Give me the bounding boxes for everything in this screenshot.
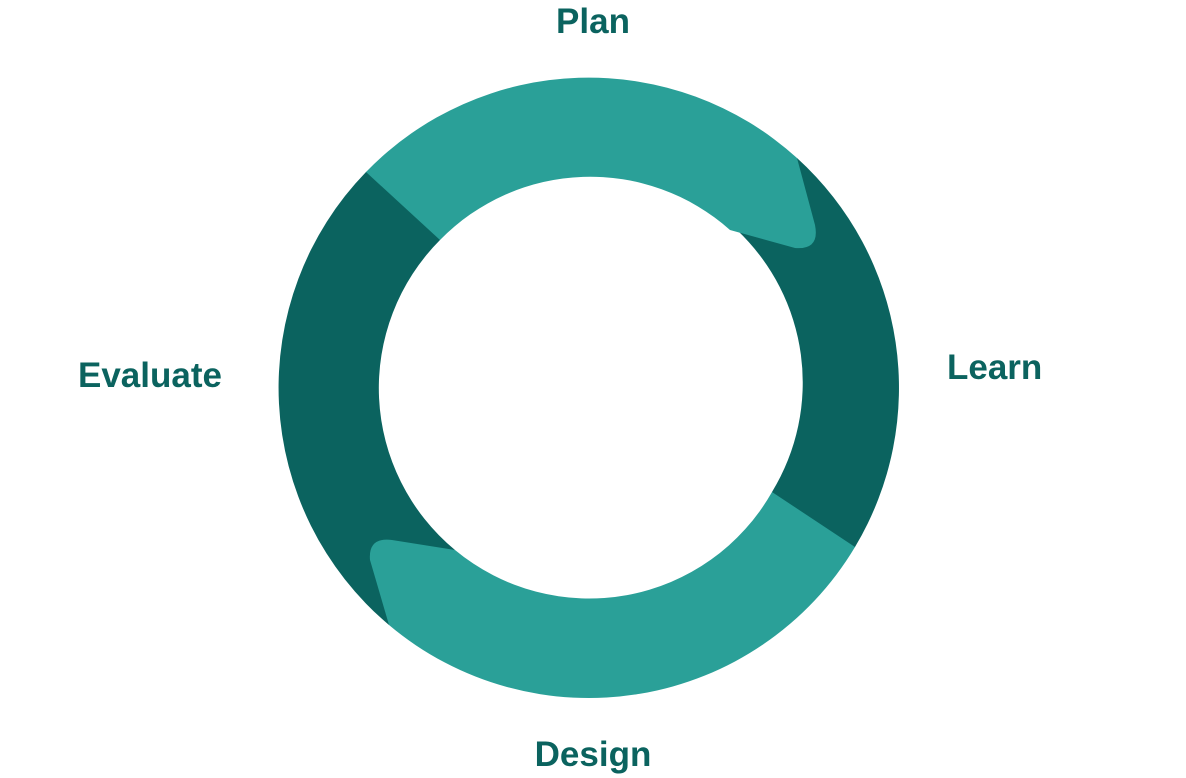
stage-label-learn: Learn xyxy=(947,348,1043,387)
learn-segment xyxy=(737,158,899,580)
stage-label-evaluate: Evaluate xyxy=(78,356,222,395)
evaluate-segment xyxy=(278,154,455,625)
plan-segment xyxy=(366,77,816,249)
stage-label-plan: Plan xyxy=(556,2,630,41)
stage-label-design: Design xyxy=(534,735,652,774)
design-segment xyxy=(369,492,855,699)
